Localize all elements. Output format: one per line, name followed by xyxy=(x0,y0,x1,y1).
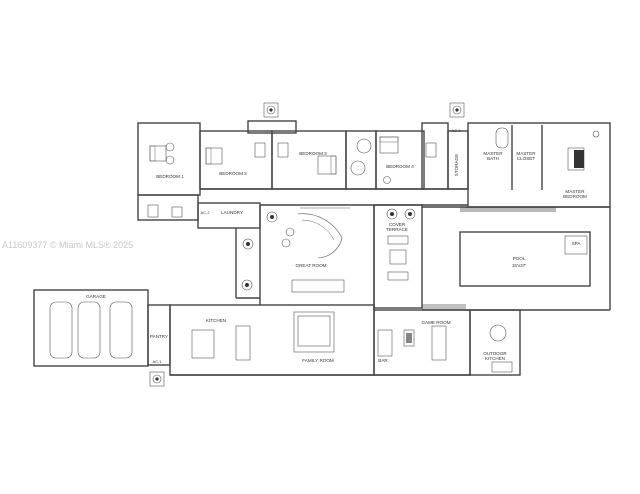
label-great-room: GREAT ROOM xyxy=(296,263,327,268)
label-game-room: GAME ROOM xyxy=(421,320,450,325)
label-bar: BAR xyxy=(378,358,388,363)
label-kitchen: KITCHEN xyxy=(206,318,226,323)
label-spa: SPA xyxy=(572,241,582,246)
bedroom-wing-walls xyxy=(137,120,611,229)
lower-wing-walls xyxy=(33,289,521,376)
ac-units xyxy=(149,102,465,387)
label-pool-size: 15'x37' xyxy=(512,263,526,268)
label-family-room: FAMILY ROOM xyxy=(302,358,334,363)
great-room-walls xyxy=(235,205,375,310)
mls-watermark: A11609377 © Miami MLS® 2025 xyxy=(2,240,133,250)
room-labels: BEDROOM 1 BEDROOM 2 BEDROOM 3 BEDROOM 4 … xyxy=(86,128,587,364)
label-bedroom-2: BEDROOM 2 xyxy=(219,171,247,176)
label-bedroom-3: BEDROOM 3 xyxy=(299,151,327,156)
label-ac-left: AC-2 xyxy=(200,210,210,215)
label-bedroom-4: BEDROOM 4 xyxy=(386,164,414,169)
label-ac-right: AC-3 xyxy=(451,128,461,133)
label-pantry: PANTRY xyxy=(150,334,168,339)
label-pool: POOL xyxy=(513,256,526,261)
label-ac-pantry: AC-1 xyxy=(152,359,162,364)
label-garage: GARAGE xyxy=(86,294,106,299)
bedroom-furniture xyxy=(147,127,600,218)
label-laundry: LAUNDRY xyxy=(221,210,243,215)
label-storage: STORAGE xyxy=(454,154,459,176)
label-bedroom-1: BEDROOM 1 xyxy=(156,174,184,179)
terrace-and-pool xyxy=(373,204,611,311)
